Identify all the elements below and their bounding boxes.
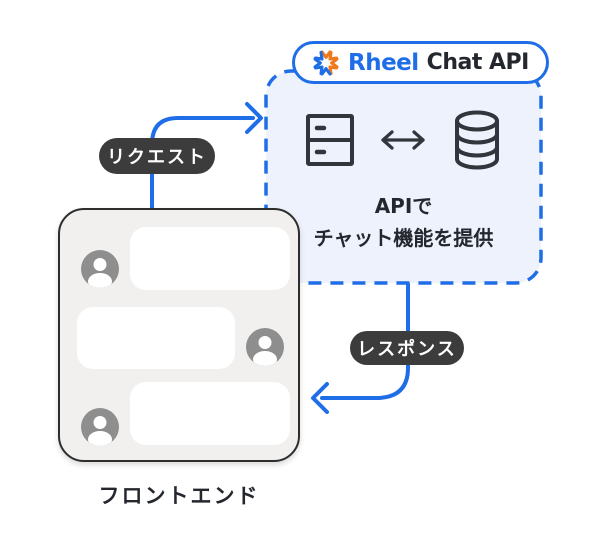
response-label-pill: レスポンス bbox=[350, 331, 464, 365]
product-name: Chat API bbox=[426, 50, 530, 75]
bidirectional-arrow-icon bbox=[380, 130, 425, 150]
request-label-pill: リクエスト bbox=[99, 138, 215, 174]
chat-bubble bbox=[130, 382, 290, 445]
rheel-chat-api-badge: Rheel Chat API bbox=[292, 41, 549, 84]
api-internals bbox=[267, 104, 540, 176]
chat-bubble bbox=[130, 227, 290, 290]
database-icon bbox=[454, 110, 499, 170]
avatar bbox=[246, 328, 284, 366]
chat-bubble bbox=[77, 307, 235, 369]
api-caption-line2: チャット機能を提供 bbox=[313, 226, 494, 250]
avatar bbox=[81, 408, 119, 446]
frontend-label: フロントエンド bbox=[98, 484, 260, 508]
brand-name: Rheel bbox=[348, 49, 419, 76]
frontend-box bbox=[58, 208, 300, 462]
avatar bbox=[81, 250, 119, 288]
api-caption-line1: APIで bbox=[374, 194, 433, 218]
rheel-logo-icon bbox=[313, 49, 339, 76]
api-caption: APIで チャット機能を提供 bbox=[267, 190, 540, 254]
server-icon bbox=[305, 114, 354, 166]
